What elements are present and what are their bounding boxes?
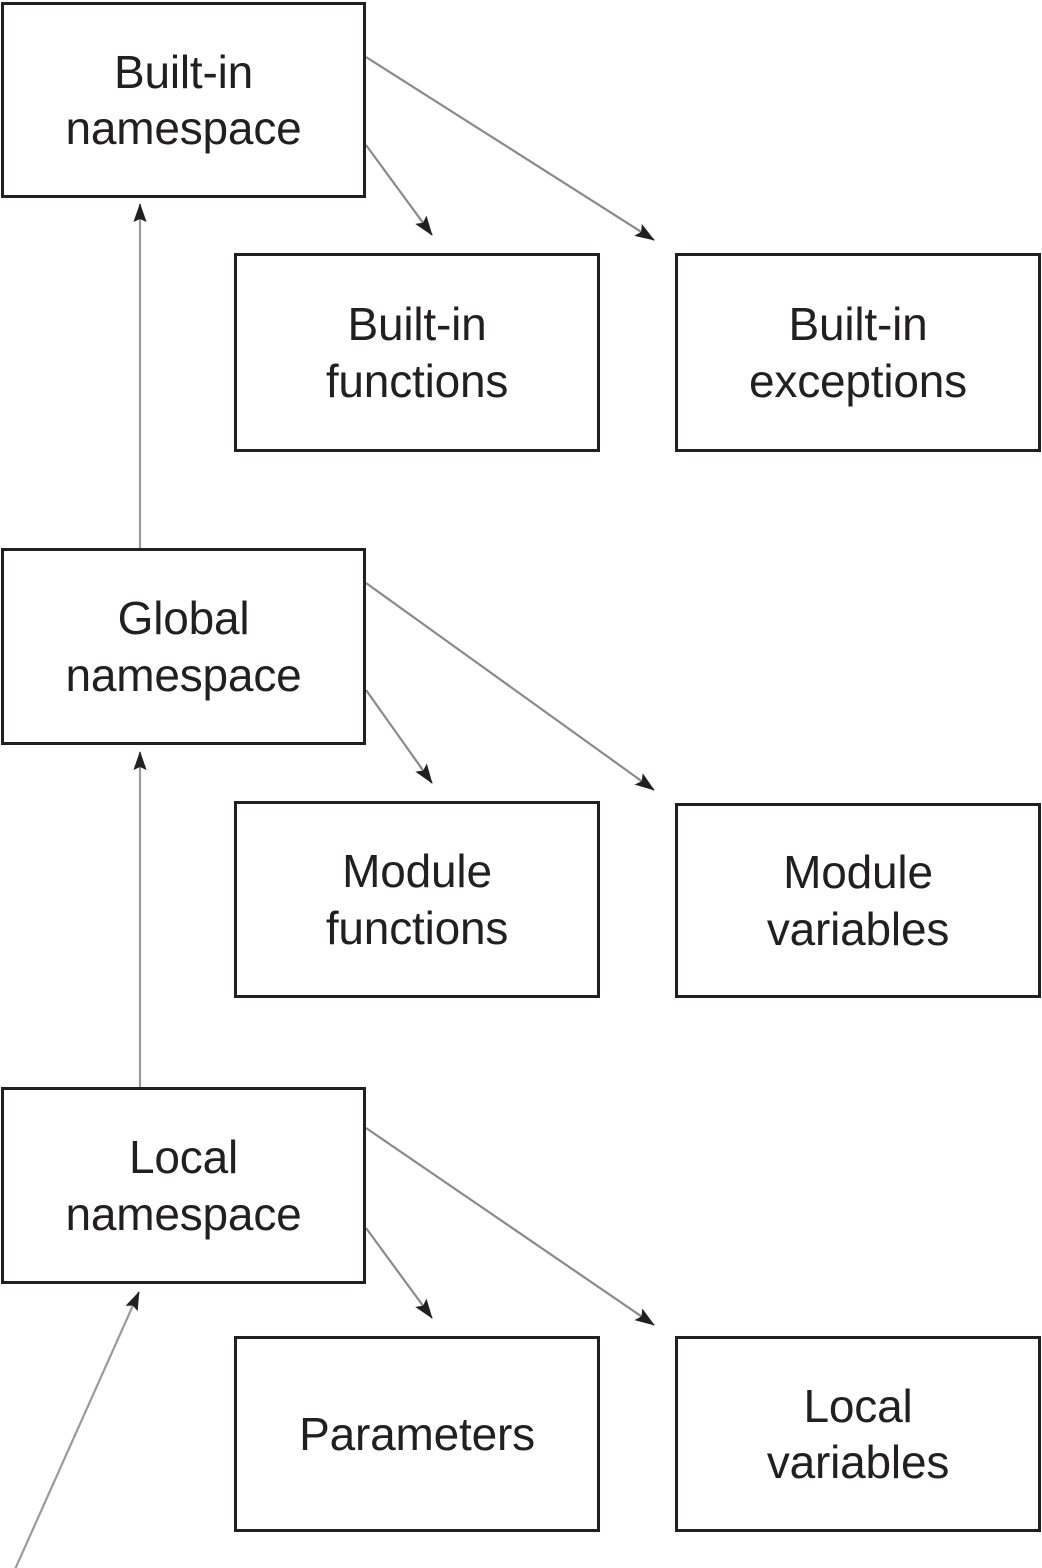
node-module-functions-label: Module functions [325,845,509,954]
node-builtin-functions-label: Built-in functions [325,298,509,407]
edge-builtin-namespace-to-exceptions [365,56,655,241]
node-local-namespace[interactable]: Local namespace [1,1087,366,1284]
node-parameters[interactable]: Parameters [234,1336,600,1532]
edge-local-to-local-variables [365,1127,655,1326]
node-builtin-namespace-label: Built-in namespace [65,45,302,154]
node-module-variables-label: Module variables [766,846,950,955]
node-builtin-namespace[interactable]: Built-in namespace [1,2,366,198]
node-global-namespace-label: Global namespace [65,592,302,701]
edge-builtin-namespace-to-functions [365,144,433,236]
node-global-namespace[interactable]: Global namespace [1,548,366,745]
node-builtin-functions[interactable]: Built-in functions [234,253,600,452]
edge-global-to-module-variables [365,582,655,791]
node-local-variables[interactable]: Local variables [675,1336,1041,1532]
edge-global-to-module-functions [365,689,433,784]
node-builtin-exceptions-label: Built-in exceptions [749,298,967,407]
node-parameters-label: Parameters [299,1407,535,1460]
node-module-variables[interactable]: Module variables [675,803,1041,998]
node-module-functions[interactable]: Module functions [234,801,600,998]
node-local-variables-label: Local variables [766,1379,950,1488]
node-builtin-exceptions[interactable]: Built-in exceptions [675,253,1041,452]
node-local-namespace-label: Local namespace [65,1131,302,1240]
edge-offscreen-to-local-namespace [14,1291,141,1568]
edge-local-to-parameters [365,1227,433,1319]
